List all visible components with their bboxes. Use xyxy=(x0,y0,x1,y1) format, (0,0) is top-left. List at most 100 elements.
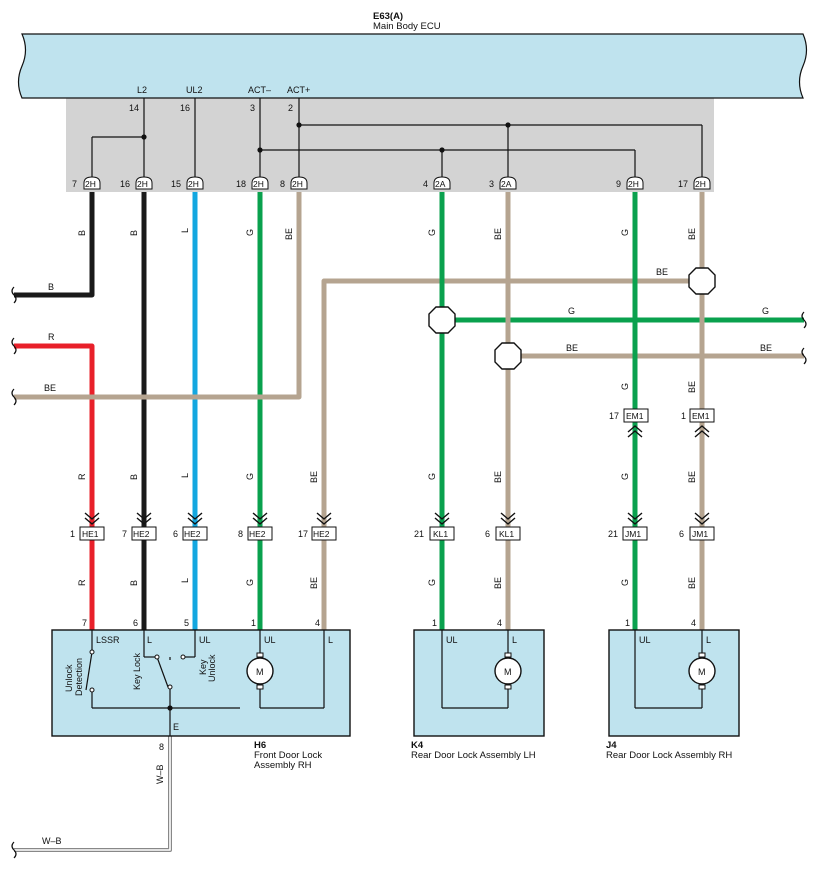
svg-text:8: 8 xyxy=(280,179,285,189)
ecu-pin-2: 2 xyxy=(288,103,293,113)
wire-label-r: R xyxy=(77,473,87,480)
splice-points xyxy=(428,267,716,370)
wire-label-be: BE xyxy=(760,343,772,353)
ecu-signal-l2: L2 xyxy=(137,85,147,95)
wire-label-wb: W–B xyxy=(155,764,165,784)
k4-code: K4 xyxy=(411,740,424,751)
ecu-signal-act-plus: ACT+ xyxy=(287,85,310,95)
wire-label-b: B xyxy=(129,580,139,586)
ecu-pin-16: 16 xyxy=(180,103,190,113)
connector-he1: HE1 1 xyxy=(70,512,105,541)
connector-2h: 2H 8 xyxy=(280,176,308,190)
motor-icon: M xyxy=(246,652,274,690)
connector-he2: HE2 8 xyxy=(238,512,273,541)
wire-label-be: BE xyxy=(309,577,319,589)
svg-text:2H: 2H xyxy=(292,179,303,189)
svg-text:1: 1 xyxy=(625,618,630,628)
svg-text:21: 21 xyxy=(414,529,424,539)
wire-label-g: G xyxy=(427,473,437,480)
svg-text:16: 16 xyxy=(120,179,130,189)
h6-internal-switches xyxy=(85,630,325,736)
label-key-unlock-2: Unlock xyxy=(207,654,217,682)
svg-text:2A: 2A xyxy=(435,179,446,189)
connector-kl1: KL1 6 xyxy=(485,512,521,541)
wire-label-g: G xyxy=(427,229,437,236)
svg-text:HE2: HE2 xyxy=(184,529,201,539)
svg-text:1: 1 xyxy=(432,618,437,628)
svg-text:5: 5 xyxy=(184,618,189,628)
svg-text:17: 17 xyxy=(609,411,619,421)
wire-labels: B R BE BE G G BE BE W–B B B L G BE G BE … xyxy=(42,228,772,846)
label-unlock-detection-1: Unlock xyxy=(64,664,74,692)
svg-text:2H: 2H xyxy=(85,179,96,189)
svg-text:KL1: KL1 xyxy=(499,529,514,539)
svg-text:6: 6 xyxy=(133,618,138,628)
connector-kl1: KL1 21 xyxy=(414,512,455,541)
wire-label-g: G xyxy=(620,229,630,236)
wire-label-be: BE xyxy=(687,577,697,589)
j4-rear-door-lock-assembly: 1 4 UL L M J4 Rear Door Lock Assembly RH xyxy=(606,618,740,761)
wire-label-g: G xyxy=(245,473,255,480)
svg-text:HE2: HE2 xyxy=(313,529,330,539)
connector-2a: 2A 3 xyxy=(489,176,517,190)
ecu-code: E63(A) xyxy=(373,11,403,22)
ecu-connectors: 2H 7 2H 16 2H 15 2H 18 2H 8 2A 4 xyxy=(72,176,711,190)
svg-text:2A: 2A xyxy=(501,179,512,189)
j4-name: Rear Door Lock Assembly RH xyxy=(606,750,732,761)
svg-text:M: M xyxy=(698,667,706,677)
wire-label-r: R xyxy=(77,579,87,586)
label-key-lock: Key Lock xyxy=(132,652,142,690)
wire-label-b: B xyxy=(77,230,87,236)
wire-label-be: BE xyxy=(493,577,503,589)
terminal-ul: UL xyxy=(199,635,211,645)
terminal-l: L xyxy=(512,635,517,645)
svg-text:15: 15 xyxy=(171,179,181,189)
svg-text:HE2: HE2 xyxy=(249,529,266,539)
motor-icon: M xyxy=(494,652,522,690)
svg-text:2H: 2H xyxy=(253,179,264,189)
h6-name-line2: Assembly RH xyxy=(254,760,312,771)
svg-text:1: 1 xyxy=(681,411,686,421)
ecu-internal-wiring xyxy=(91,98,703,177)
h6-name-line1: Front Door Lock xyxy=(254,750,322,761)
terminal-l: L xyxy=(706,635,711,645)
connector-2h: 2H 18 xyxy=(236,176,269,190)
k4-name: Rear Door Lock Assembly LH xyxy=(411,750,536,761)
connector-jm1: JM1 21 xyxy=(608,512,648,541)
wire-label-g: G xyxy=(245,579,255,586)
wire-label-be: BE xyxy=(44,383,56,393)
svg-text:JM1: JM1 xyxy=(692,529,708,539)
ecu-signal-ul2: UL2 xyxy=(186,85,203,95)
ecu-terminals: L2 14 UL2 16 ACT– 3 ACT+ 2 xyxy=(129,85,310,113)
svg-text:7: 7 xyxy=(82,618,87,628)
svg-text:EM1: EM1 xyxy=(626,411,644,421)
h6-code: H6 xyxy=(254,740,266,751)
wire-label-be: BE xyxy=(309,471,319,483)
terminal-ul: UL xyxy=(639,635,651,645)
svg-text:17: 17 xyxy=(678,179,688,189)
svg-text:6: 6 xyxy=(485,529,490,539)
splice-octagon xyxy=(428,306,456,334)
svg-text:9: 9 xyxy=(616,179,621,189)
connector-jm1: JM1 6 xyxy=(679,512,715,541)
wire-label-be: BE xyxy=(687,381,697,393)
ecu-signal-act-minus: ACT– xyxy=(248,85,271,95)
svg-text:8: 8 xyxy=(238,529,243,539)
wire-label-g: G xyxy=(568,306,575,316)
svg-text:3: 3 xyxy=(489,179,494,189)
svg-text:JM1: JM1 xyxy=(625,529,641,539)
j4-code: J4 xyxy=(606,740,617,751)
connector-em1: EM1 1 xyxy=(681,408,715,438)
wire-label-r: R xyxy=(48,332,55,342)
wire-label-l: L xyxy=(180,228,190,233)
svg-text:7: 7 xyxy=(72,179,77,189)
svg-text:4: 4 xyxy=(423,179,428,189)
wire-break-marks xyxy=(11,286,807,859)
motor-icon: M xyxy=(688,652,716,690)
svg-text:2H: 2H xyxy=(188,179,199,189)
svg-text:EM1: EM1 xyxy=(692,411,710,421)
k4-rear-door-lock-assembly: 1 4 UL L M K4 Rear Door Lock Assembly LH xyxy=(411,618,545,761)
svg-text:18: 18 xyxy=(236,179,246,189)
connector-2h: 2H 9 xyxy=(616,176,644,190)
